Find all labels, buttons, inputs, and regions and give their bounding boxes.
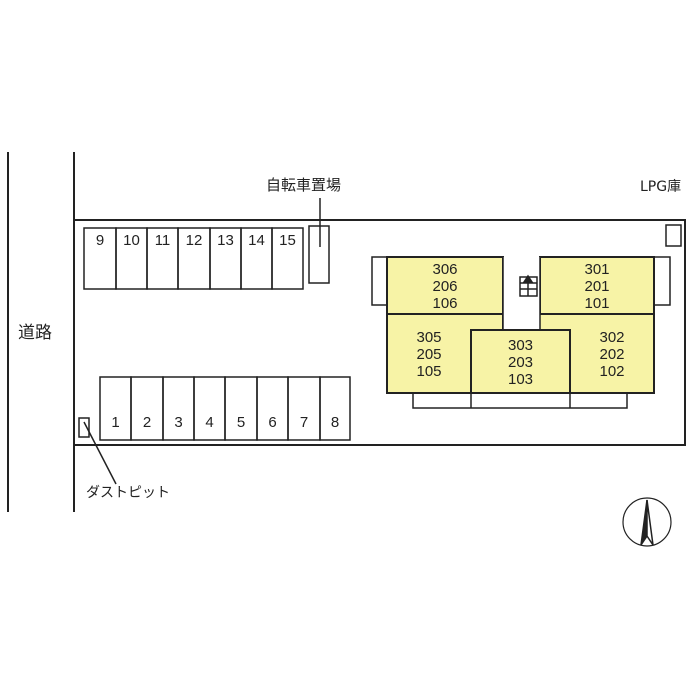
- bicycle-parking-label: 自転車置場: [266, 176, 342, 194]
- dust-pit-label: ダストピット: [86, 485, 170, 501]
- parking-slot-number: 15: [279, 232, 296, 249]
- bicycle-parking: [308, 225, 330, 284]
- parking-slot-number: 10: [123, 232, 140, 249]
- site-boundary: [74, 219, 686, 446]
- parking-slot-number: 8: [330, 414, 340, 431]
- dust-pit-leader-line: [83, 421, 117, 485]
- parking-slot-number: 1: [111, 414, 120, 431]
- parking-slot: [319, 376, 351, 441]
- parking-slot-number: 11: [154, 232, 171, 249]
- top-parking-slots: [83, 227, 304, 290]
- lpg-label: LPG庫: [640, 179, 682, 195]
- parking-slot-number: 7: [299, 414, 309, 431]
- north-arrow-icon: [622, 497, 672, 547]
- parking-slot-number: 5: [236, 414, 246, 431]
- parking-slot-number: 4: [205, 414, 214, 431]
- parking-slot-number: 12: [185, 232, 203, 249]
- parking-slot-number: 9: [95, 232, 105, 249]
- dust-pit: [78, 417, 90, 438]
- parking-slot-number: 3: [174, 414, 183, 431]
- building: [371, 256, 671, 409]
- parking-slot-number: 6: [268, 414, 277, 431]
- bottom-parking-slots: [99, 376, 351, 441]
- parking-slot: [271, 227, 304, 290]
- parking-slot-number: 14: [248, 232, 265, 249]
- road-label: 道路: [18, 323, 52, 343]
- parking-slot-number: 13: [217, 232, 234, 249]
- lpg-storage: [665, 224, 682, 247]
- stairs-icon: [519, 274, 538, 297]
- parking-slot-number: 2: [142, 414, 152, 431]
